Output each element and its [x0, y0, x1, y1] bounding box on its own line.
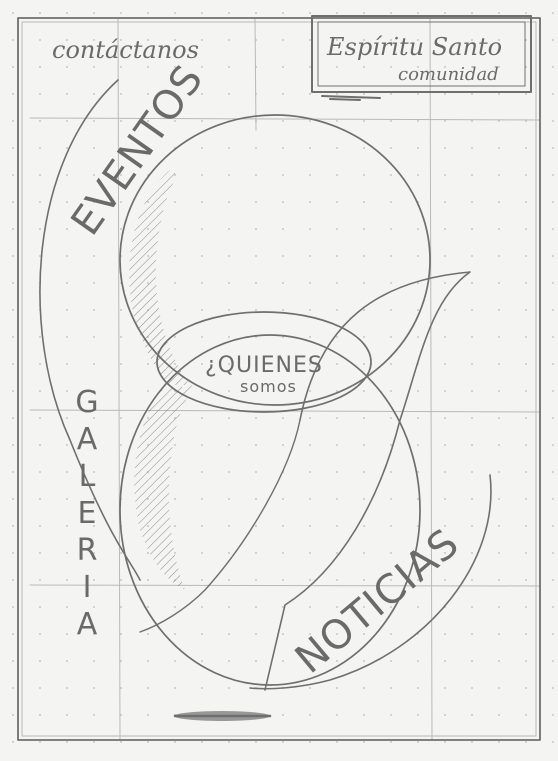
logo-title: Espíritu Santo — [326, 33, 502, 61]
gallery-label[interactable]: GALERIA — [70, 385, 105, 644]
gallery-link[interactable]: GALERIA — [70, 385, 105, 644]
bottom-handle[interactable] — [174, 711, 270, 721]
about-label-line2[interactable]: somos — [240, 377, 297, 396]
logo-subtitle: comunidad — [398, 64, 499, 85]
about-label-line1[interactable]: ¿QUIENES — [205, 353, 323, 378]
